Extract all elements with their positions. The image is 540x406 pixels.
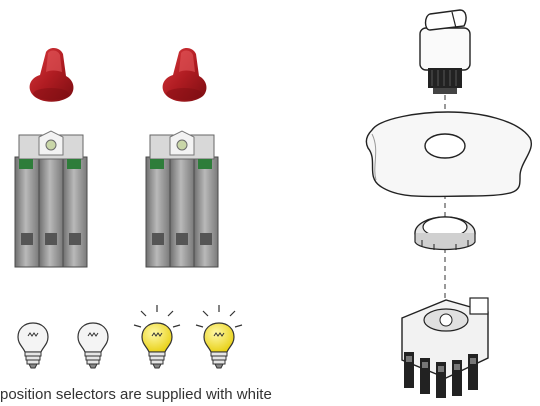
assembly-contact-block-icon [402,298,488,398]
exploded-assembly-diagram [366,10,531,398]
contact-block-right-icon [146,131,218,267]
assembly-legend-plate-icon [366,112,531,197]
lamp-white-1-icon [18,323,48,368]
selector-knob-right-icon [163,48,207,102]
lamp-yellow-2-icon [196,305,242,368]
lamp-yellow-1-icon [134,305,180,368]
lamp-white-2-icon [78,323,108,368]
caption-text: position selectors are supplied with whi… [0,386,272,403]
selector-knob-left-icon [30,48,74,102]
assembly-locking-ring-icon [415,217,475,250]
contact-block-left-icon [15,131,87,267]
assembly-selector-head-icon [420,10,470,94]
